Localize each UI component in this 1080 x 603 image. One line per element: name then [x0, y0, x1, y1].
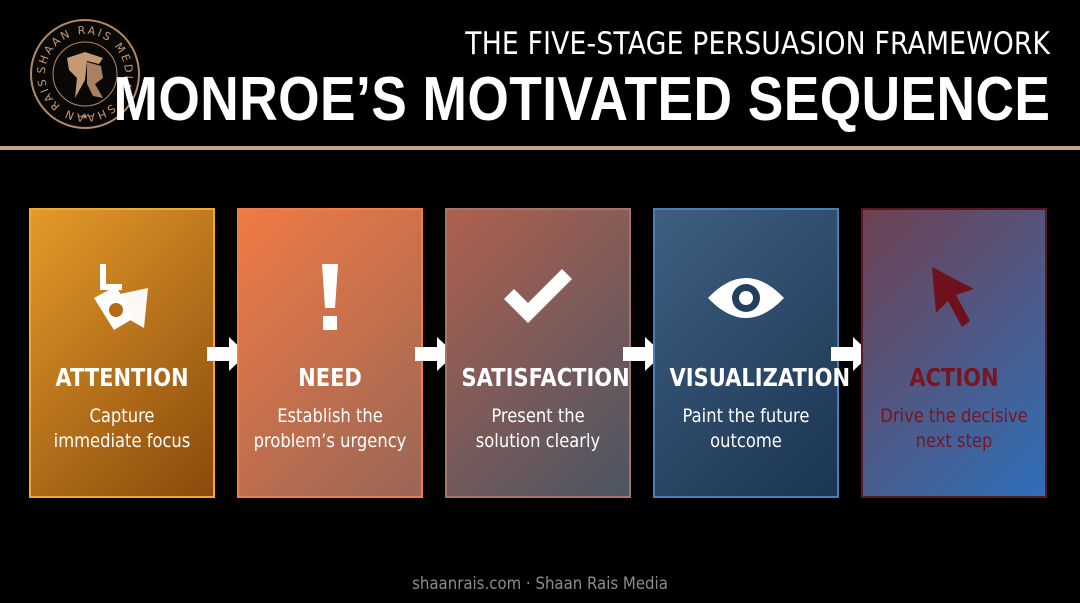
stage-description-line: outcome: [710, 430, 782, 452]
stage-description-line: Establish the: [277, 405, 383, 427]
stage-card-attention: ATTENTION Capture immediate focus: [29, 208, 215, 498]
footer-credit: shaanrais.com · Shaan Rais Media: [412, 574, 668, 594]
stage-description: Establish the problem’s urgency: [252, 404, 409, 454]
page-title: MONROE’S MOTIVATED SEQUENCE: [113, 65, 1050, 134]
stage-description-line: solution clearly: [475, 430, 601, 452]
stage-description: Drive the decisive next step: [876, 404, 1033, 454]
stage-description: Present the solution clearly: [460, 404, 617, 454]
stage-description-line: next step: [915, 430, 993, 452]
stage-description-line: Capture: [89, 405, 155, 427]
svg-text:★: ★: [81, 112, 88, 121]
cursor-icon: [914, 258, 994, 338]
stage-label: VISUALIZATION: [669, 363, 851, 392]
stage-card-satisfaction: SATISFACTION Present the solution clearly: [445, 208, 631, 498]
exclamation-icon: [290, 258, 370, 338]
stage-description-line: immediate focus: [53, 430, 191, 452]
stage-card-need: NEED Establish the problem’s urgency: [237, 208, 423, 498]
brand-logo: SHAAN RAIS MEDIA · SHAAN RAIS MEDIA ★: [29, 18, 141, 130]
stage-label: NEED: [298, 363, 362, 392]
stage-label: ATTENTION: [55, 363, 189, 392]
checkmark-icon: [498, 258, 578, 338]
brand-logo-icon: SHAAN RAIS MEDIA · SHAAN RAIS MEDIA ★: [29, 18, 140, 129]
stage-description-line: Present the: [491, 405, 585, 427]
eye-icon: [706, 258, 786, 338]
stage-label: SATISFACTION: [461, 363, 630, 392]
stage-description-line: Paint the future: [682, 405, 810, 427]
header-divider: [0, 146, 1080, 150]
stage-description-line: problem’s urgency: [253, 430, 407, 452]
stage-description: Capture immediate focus: [44, 404, 201, 454]
stage-card-action: ACTION Drive the decisive next step: [861, 208, 1047, 498]
stage-card-visualization: VISUALIZATION Paint the future outcome: [653, 208, 851, 498]
page-subtitle: THE FIVE-STAGE PERSUASION FRAMEWORK: [465, 26, 1050, 62]
stage-description-line: Drive the decisive: [880, 405, 1028, 427]
stage-description: Paint the future outcome: [668, 404, 825, 454]
stage-label: ACTION: [909, 363, 999, 392]
spotlight-icon: [82, 258, 162, 338]
